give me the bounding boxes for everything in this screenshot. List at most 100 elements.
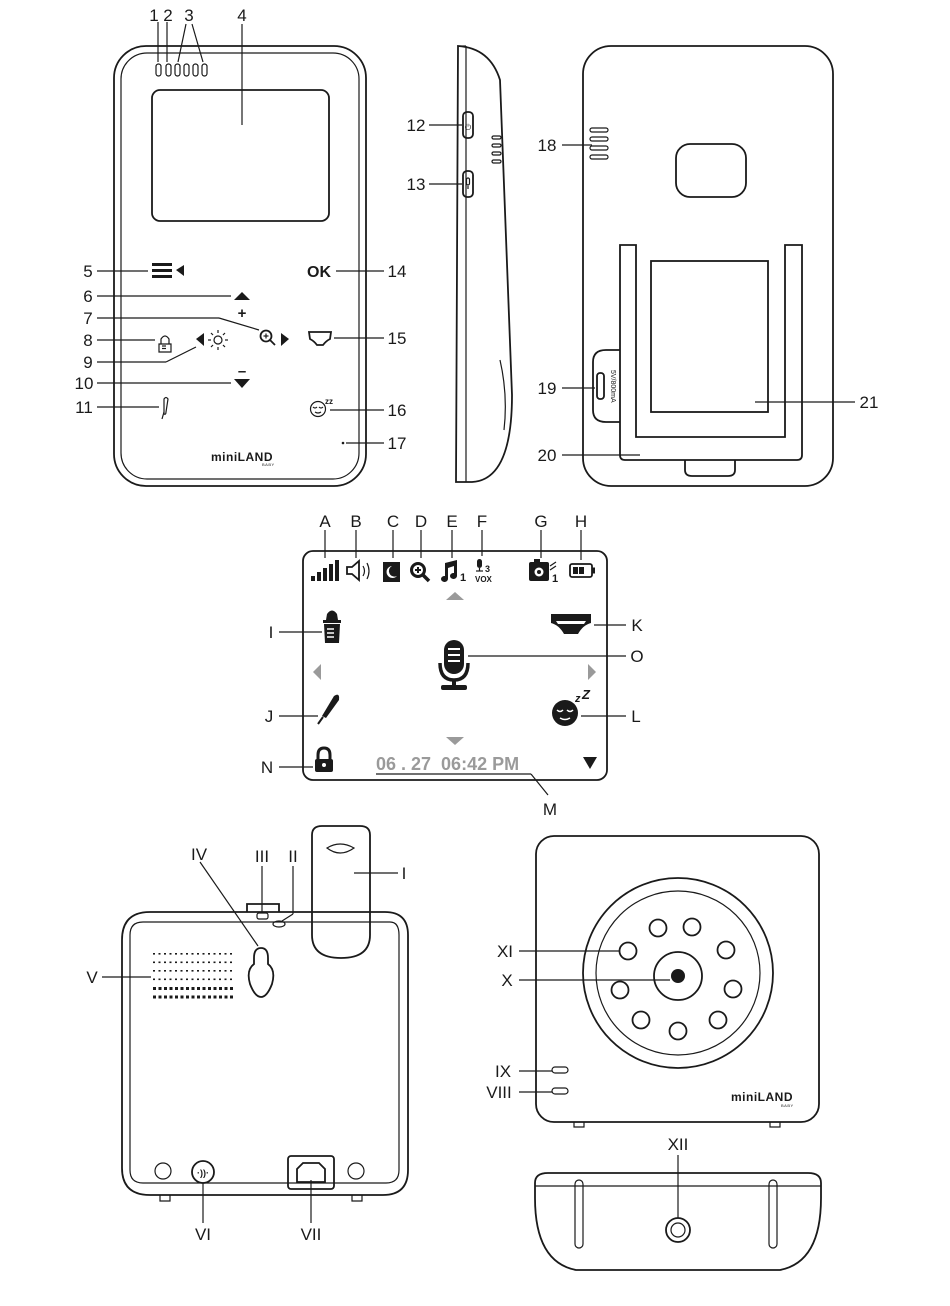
screen-callout-B: B [350, 512, 361, 531]
cam-callout-IV: IV [191, 845, 208, 864]
grille-dot [208, 962, 210, 964]
grille-dot [164, 996, 167, 999]
side-grille [492, 136, 501, 163]
screen-microphone-icon [440, 640, 468, 690]
diaper-icon [309, 332, 331, 345]
grille-dot [192, 987, 195, 990]
ir-led [612, 982, 629, 999]
grille-dot [164, 953, 166, 955]
ir-led [718, 942, 735, 959]
cam-callout-X: X [501, 971, 512, 990]
thermometer-icon [162, 398, 168, 420]
antenna [312, 826, 370, 958]
svg-text:BABY: BABY [262, 462, 275, 467]
screen-callout-D: D [415, 512, 427, 531]
callout-3: 3 [184, 6, 193, 25]
datetime-text: 06 . 27 06:42 PM [376, 754, 519, 774]
grille-dot [159, 979, 161, 981]
ok-text: OK [307, 264, 331, 281]
screen-callout-K: K [631, 616, 643, 635]
screen-callout-F: F [477, 512, 487, 531]
svg-text:z: z [574, 693, 581, 705]
screen-callout-M: M [543, 800, 557, 819]
screen-callout-C: C [387, 512, 399, 531]
screw-hole-right [348, 1163, 364, 1179]
light-sensor [552, 1067, 568, 1073]
grille-dot [230, 996, 233, 999]
grille-dot [203, 979, 205, 981]
camera-channel-text: 1 [552, 573, 558, 585]
cam-callout-VII: VII [301, 1225, 322, 1244]
grille-dot [159, 996, 162, 999]
grille-dot [153, 970, 155, 972]
grille-dot [170, 996, 173, 999]
menu-icon [152, 263, 184, 278]
grille-dot [175, 953, 177, 955]
grille-dot [203, 970, 205, 972]
callout-11: 11 [75, 398, 93, 417]
power-port [597, 373, 604, 399]
parent-unit-front: + – OK [75, 6, 407, 486]
callout-16: 16 [388, 401, 407, 420]
grille-dot [175, 962, 177, 964]
grille-dot [230, 970, 232, 972]
grille-dot [192, 962, 194, 964]
screen-diaper-icon [551, 614, 591, 634]
grille-dot [159, 987, 162, 990]
minus-sign: – [238, 363, 246, 380]
screen-sleep-icon: z Z [552, 687, 591, 726]
grille-dot [159, 970, 161, 972]
side-shell [456, 46, 512, 482]
plus-sign: + [238, 305, 247, 322]
left-arrow-icon [196, 333, 204, 346]
callout-6: 6 [83, 287, 92, 306]
screen-callout-N: N [261, 758, 273, 777]
ir-led [650, 920, 667, 937]
screen-callout-E: E [446, 512, 457, 531]
grille-dot [164, 979, 166, 981]
callout-20: 20 [538, 446, 557, 465]
ir-led [684, 919, 701, 936]
cam-callout-II: II [288, 847, 297, 866]
grille-dot [197, 970, 199, 972]
top-power-switch [247, 904, 279, 912]
callout-18: 18 [538, 136, 557, 155]
cam-callout-I: I [402, 864, 407, 883]
status-led [552, 1088, 568, 1094]
grille-dot [208, 970, 210, 972]
microphone-small-icon [467, 178, 470, 189]
grille-dot [214, 970, 216, 972]
grille-dot [153, 953, 155, 955]
lock-icon [315, 748, 333, 772]
music-icon [441, 560, 457, 582]
grille-dot [203, 953, 205, 955]
grille-dot [214, 962, 216, 964]
grille-dot [214, 996, 217, 999]
grille-dot [186, 970, 188, 972]
grille-dot [159, 953, 161, 955]
grille-dot [175, 996, 178, 999]
callout-9: 9 [83, 353, 92, 372]
grille-dot [186, 953, 188, 955]
svg-text:zz: zz [325, 397, 333, 406]
grille-dot [203, 962, 205, 964]
callout-2: 2 [163, 6, 172, 25]
tripod-socket [666, 1218, 690, 1242]
grille-dot [186, 996, 189, 999]
screen-left-arrow-icon [313, 664, 321, 680]
svg-text:·))·: ·))· [197, 1168, 209, 1178]
grille-dot [197, 987, 200, 990]
grille-dot [170, 970, 172, 972]
grille-dot [159, 962, 161, 964]
volume-icon [347, 561, 369, 580]
camera-icon [529, 559, 549, 581]
cam-callout-XII: XII [668, 1135, 689, 1154]
screen-callout-G: G [534, 512, 547, 531]
ir-led [710, 1012, 727, 1029]
zoom-icon [261, 331, 276, 346]
screen-callout-L: L [631, 707, 640, 726]
screen-down-arrow-icon [446, 737, 464, 745]
callout-5: 5 [83, 262, 92, 281]
sleep-icon: zz [311, 397, 334, 417]
